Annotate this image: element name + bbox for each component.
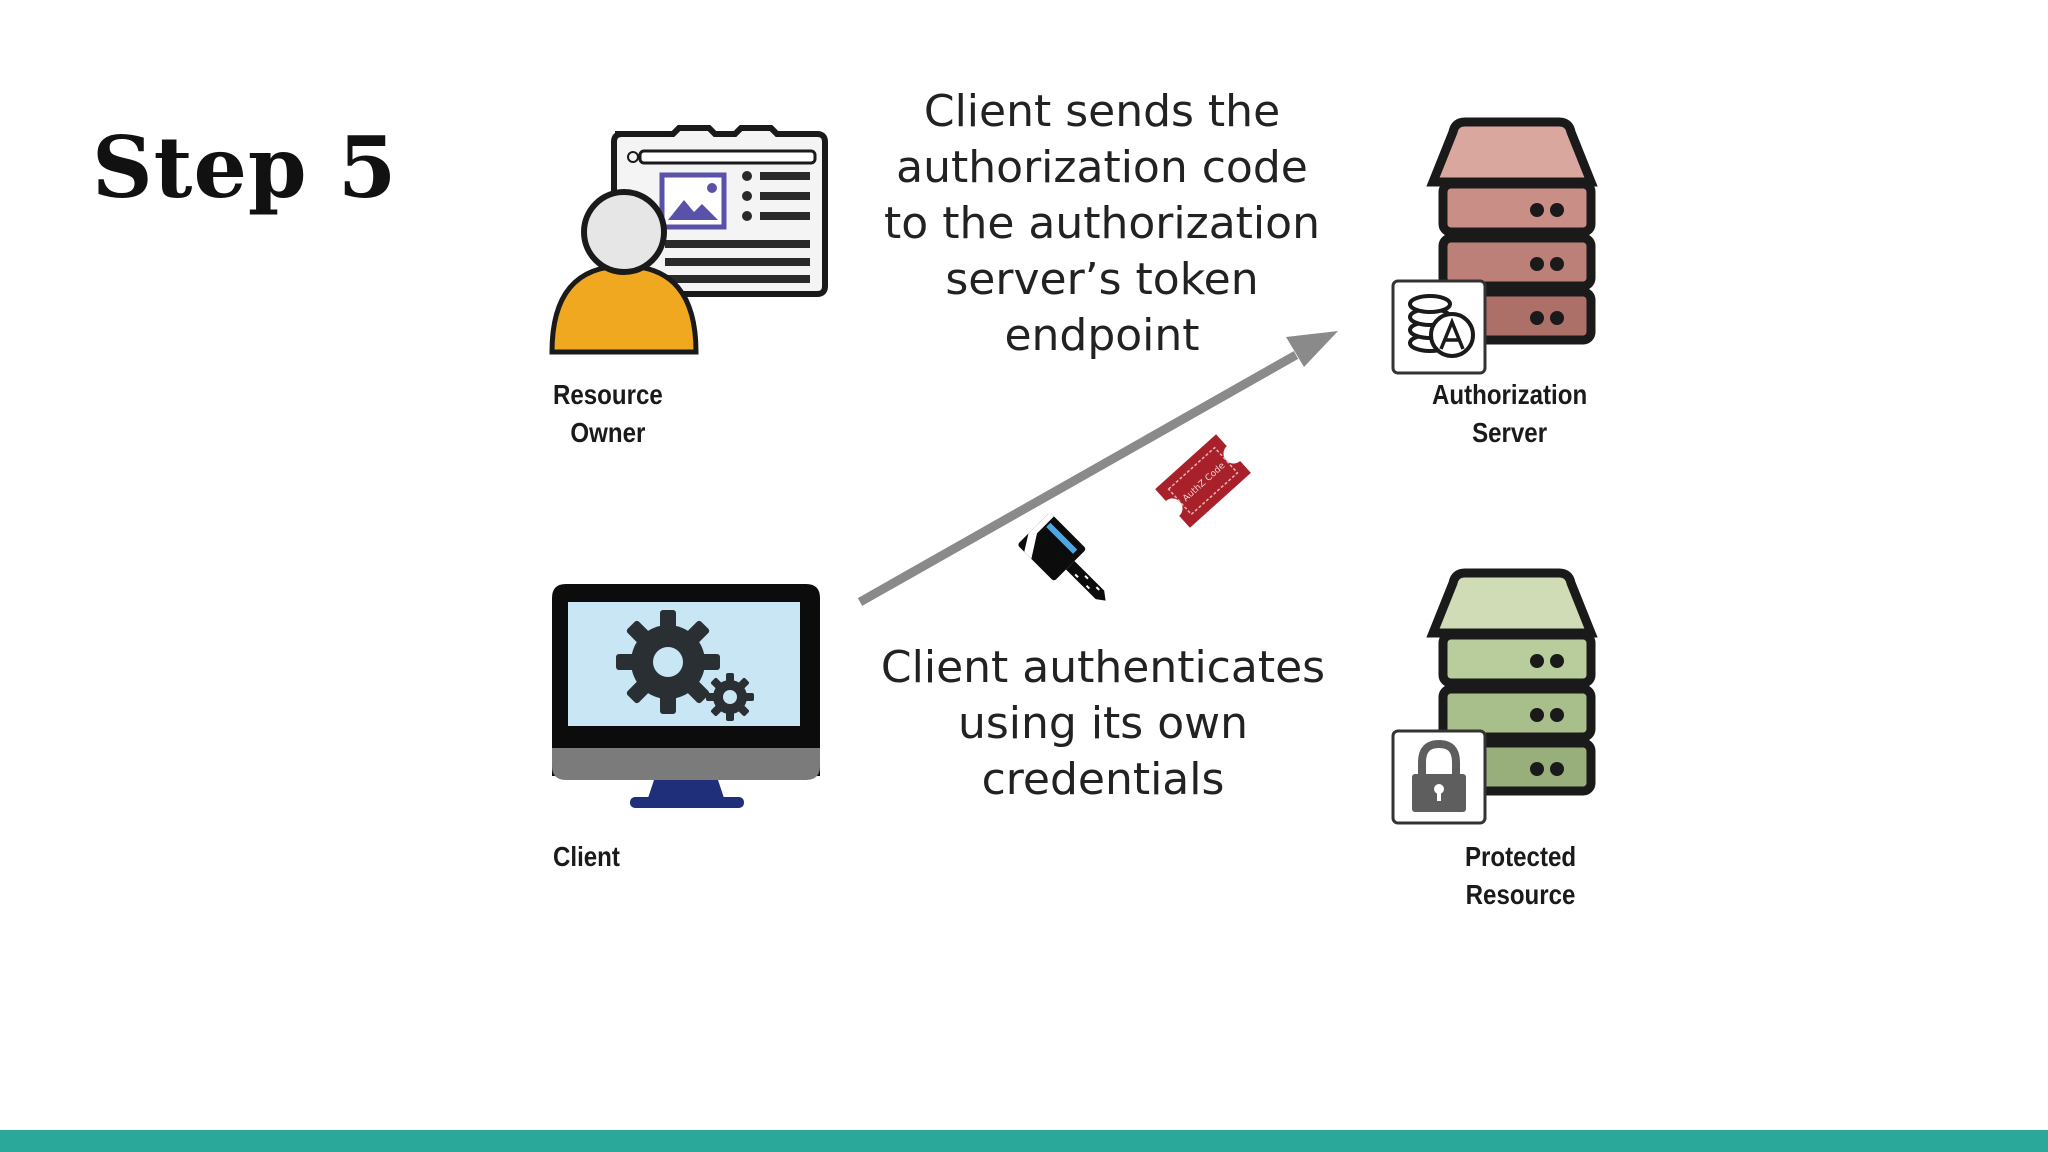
caption-token-request: Client sends the authorization code to t… (884, 86, 1320, 361)
label-client: Client (553, 838, 620, 876)
browser-window-icon (611, 125, 828, 297)
client-credentials-key-icon (1018, 512, 1106, 601)
label-line: Owner (570, 417, 646, 448)
label-line: Client (553, 841, 620, 872)
label-line: Server (1472, 417, 1548, 448)
label-line: Resource (1465, 879, 1576, 910)
caption-client-auth: Client authenticates using its own crede… (880, 642, 1326, 805)
protected-resource-server-icon (1391, 568, 1598, 825)
label-authorization-server: Authorization Server (1432, 376, 1587, 452)
request-arrow (857, 331, 1338, 606)
authorization-server-icon (1391, 117, 1598, 375)
small-gear-icon (706, 673, 754, 721)
label-resource-owner: Resource Owner (553, 376, 663, 452)
person-icon (549, 189, 699, 355)
label-protected-resource: Protected Resource (1465, 838, 1576, 914)
client-computer-icon (552, 584, 820, 808)
gear-icon (616, 610, 720, 714)
resource-owner-icon (549, 125, 828, 355)
authorization-badge-icon (1391, 279, 1487, 375)
label-line: Authorization (1432, 379, 1588, 410)
label-line: Protected (1465, 841, 1577, 872)
authz-code-ticket-icon: AuthZ Code (1155, 434, 1251, 528)
label-line: Resource (553, 379, 663, 410)
step-title: Step 5 (92, 118, 398, 217)
lock-icon (1391, 729, 1487, 825)
bottom-accent-bar (0, 1130, 2048, 1152)
